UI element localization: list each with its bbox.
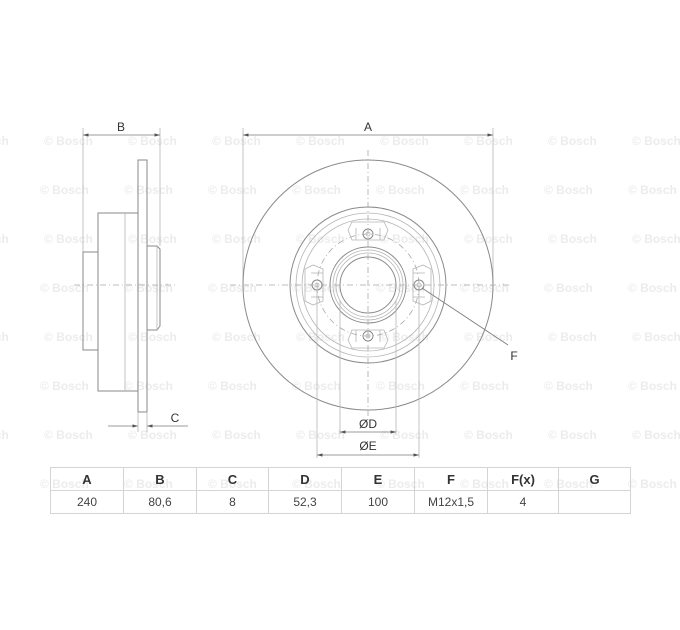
header-fx: F(x) — [487, 467, 559, 491]
dimension-e-label: ØE — [359, 439, 376, 453]
dimension-f-label: F — [510, 349, 517, 363]
header-b: B — [123, 467, 197, 491]
svg-text:© Bosch: © Bosch — [128, 134, 177, 148]
svg-text:© Bosch: © Bosch — [44, 232, 93, 246]
svg-text:© Bosch: © Bosch — [44, 134, 93, 148]
thread-leader — [421, 287, 509, 346]
svg-text:© Bosch: © Bosch — [464, 232, 513, 246]
svg-text:© Bosch: © Bosch — [460, 183, 509, 197]
header-c: C — [196, 467, 269, 491]
front-view: A — [230, 120, 518, 458]
svg-text:© Bosch: © Bosch — [124, 183, 173, 197]
svg-text:© Bosch: © Bosch — [40, 379, 89, 393]
svg-text:© Bosch: © Bosch — [212, 428, 261, 442]
svg-text:© Bosch: © Bosch — [460, 281, 509, 295]
header-g: G — [558, 467, 631, 491]
svg-text:© Bosch: © Bosch — [212, 330, 261, 344]
svg-text:© Bosch: © Bosch — [464, 134, 513, 148]
svg-text:© Bosch: © Bosch — [548, 232, 597, 246]
header-f: F — [414, 467, 488, 491]
svg-text:© Bosch: © Bosch — [40, 183, 89, 197]
svg-text:© Bosch: © Bosch — [548, 134, 597, 148]
svg-text:© Bosch: © Bosch — [292, 379, 341, 393]
value-b: 80,6 — [123, 490, 197, 514]
svg-text:© Bosch: © Bosch — [40, 281, 89, 295]
svg-text:© Bosch: © Bosch — [0, 232, 9, 246]
svg-text:© Bosch: © Bosch — [128, 232, 177, 246]
svg-text:© Bosch: © Bosch — [376, 281, 425, 295]
svg-text:© Bosch: © Bosch — [124, 379, 173, 393]
svg-text:© Bosch: © Bosch — [0, 428, 9, 442]
svg-text:© Bosch: © Bosch — [464, 428, 513, 442]
header-d: D — [268, 467, 342, 491]
svg-text:© Bosch: © Bosch — [376, 379, 425, 393]
dimension-b-label: B — [117, 120, 125, 134]
header-a: A — [50, 467, 124, 491]
svg-text:© Bosch: © Bosch — [292, 281, 341, 295]
svg-text:© Bosch: © Bosch — [380, 330, 429, 344]
svg-text:© Bosch: © Bosch — [544, 281, 593, 295]
svg-text:© Bosch: © Bosch — [124, 281, 173, 295]
svg-text:© Bosch: © Bosch — [628, 281, 677, 295]
svg-text:© Bosch: © Bosch — [212, 134, 261, 148]
value-f: M12x1,5 — [414, 490, 488, 514]
dimension-d-label: ØD — [359, 417, 377, 431]
svg-text:© Bosch: © Bosch — [0, 330, 9, 344]
svg-text:© Bosch: © Bosch — [212, 232, 261, 246]
svg-text:© Bosch: © Bosch — [632, 330, 680, 344]
value-a: 240 — [50, 490, 124, 514]
dimension-table: A B C D E F F(x) G 240 80,6 8 52,3 100 M… — [50, 467, 631, 514]
side-view: B C — [74, 120, 188, 432]
header-e: E — [341, 467, 415, 491]
svg-text:© Bosch: © Bosch — [296, 134, 345, 148]
value-c: 8 — [196, 490, 269, 514]
svg-text:© Bosch: © Bosch — [628, 477, 677, 491]
value-fx: 4 — [487, 490, 559, 514]
svg-text:© Bosch: © Bosch — [208, 183, 257, 197]
svg-text:© Bosch: © Bosch — [544, 379, 593, 393]
svg-text:© Bosch: © Bosch — [380, 134, 429, 148]
svg-text:© Bosch: © Bosch — [296, 428, 345, 442]
svg-text:© Bosch: © Bosch — [548, 428, 597, 442]
svg-text:© Bosch: © Bosch — [632, 232, 680, 246]
svg-text:© Bosch: © Bosch — [292, 183, 341, 197]
svg-text:© Bosch: © Bosch — [380, 232, 429, 246]
svg-text:© Bosch: © Bosch — [208, 281, 257, 295]
svg-text:© Bosch: © Bosch — [460, 379, 509, 393]
svg-text:© Bosch: © Bosch — [208, 379, 257, 393]
svg-text:© Bosch: © Bosch — [128, 330, 177, 344]
value-g — [558, 490, 631, 514]
svg-text:© Bosch: © Bosch — [632, 428, 680, 442]
svg-text:© Bosch: © Bosch — [376, 183, 425, 197]
table-header-row: A B C D E F F(x) G — [50, 467, 631, 491]
svg-text:© Bosch: © Bosch — [632, 134, 680, 148]
dimension-a-label: A — [364, 120, 372, 134]
svg-text:© Bosch: © Bosch — [544, 183, 593, 197]
svg-text:© Bosch: © Bosch — [380, 428, 429, 442]
svg-text:© Bosch: © Bosch — [44, 428, 93, 442]
svg-text:© Bosch: © Bosch — [44, 330, 93, 344]
value-d: 52,3 — [268, 490, 342, 514]
svg-text:© Bosch: © Bosch — [628, 183, 677, 197]
disc-section — [137, 159, 148, 413]
spigot — [147, 245, 161, 331]
svg-text:© Bosch: © Bosch — [296, 330, 345, 344]
value-e: 100 — [341, 490, 415, 514]
svg-text:© Bosch: © Bosch — [128, 428, 177, 442]
svg-text:© Bosch: © Bosch — [628, 379, 677, 393]
table-row: 240 80,6 8 52,3 100 M12x1,5 4 — [50, 490, 631, 514]
dimension-c-label: C — [171, 411, 180, 425]
svg-text:© Bosch: © Bosch — [548, 330, 597, 344]
svg-text:© Bosch: © Bosch — [0, 134, 9, 148]
